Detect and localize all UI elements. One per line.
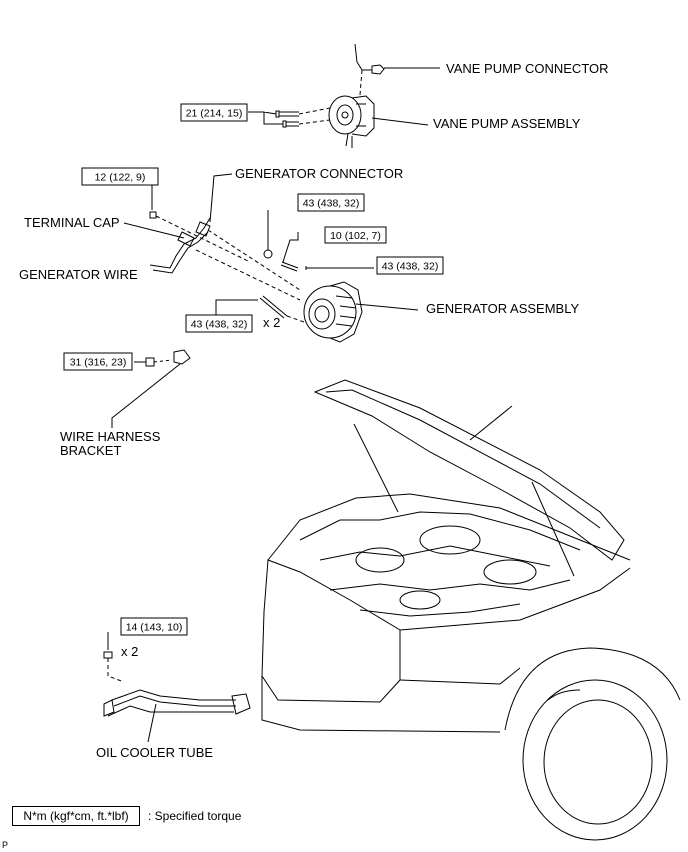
torque-box-generator-bolt-right <box>376 256 444 275</box>
quantity-oil-cooler-bolts: x 2 <box>121 644 138 659</box>
label-vane-pump-assembly: VANE PUMP ASSEMBLY <box>433 116 581 131</box>
oil-cooler-tube-bolt <box>103 632 125 683</box>
label-oil-cooler-tube: OIL COOLER TUBE <box>96 745 213 760</box>
label-wire-harness-line2: BRACKET <box>60 443 121 458</box>
vehicle-outline <box>261 379 681 841</box>
torque-box-vane-pump <box>180 103 248 122</box>
generator-fasteners <box>215 210 374 323</box>
legend-description: : Specified torque <box>148 809 242 823</box>
torque-generator-bolts-lower: 43 (438, 32) <box>191 319 248 331</box>
wire-harness-bracket <box>111 349 191 428</box>
label-vane-pump-connector: VANE PUMP CONNECTOR <box>446 61 609 76</box>
terminal-cap-nut <box>149 185 251 263</box>
generator-assembly <box>303 281 419 343</box>
torque-box-generator-stud <box>324 226 387 244</box>
vane-pump-assembly <box>328 95 429 148</box>
torque-box-generator-bolts-lower <box>185 314 253 333</box>
torque-wire-harness-bracket: 31 (316, 23) <box>70 357 127 369</box>
page-mark: P <box>2 840 9 850</box>
vane-pump-bolts <box>248 107 331 128</box>
label-generator-wire: GENERATOR WIRE <box>19 267 138 282</box>
label-terminal-cap: TERMINAL CAP <box>24 215 120 230</box>
torque-box-oil-cooler-tube <box>120 617 188 636</box>
label-wire-harness-line1: WIRE HARNESS <box>60 429 161 444</box>
quantity-generator-bolts: x 2 <box>263 315 280 330</box>
torque-oil-cooler-tube: 14 (143, 10) <box>126 622 183 634</box>
legend-torque-unit-box: N*m (kgf*cm, ft.*lbf) <box>12 806 140 826</box>
torque-generator-nut-top: 43 (438, 32) <box>303 198 360 210</box>
vane-pump-connector-wire <box>354 43 440 96</box>
torque-box-wire-harness-bracket <box>63 352 133 371</box>
label-generator-connector: GENERATOR CONNECTOR <box>235 166 403 181</box>
torque-box-generator-nut-top <box>297 193 365 212</box>
oil-cooler-tube <box>103 689 251 743</box>
torque-vane-pump-bolts: 21 (214, 15) <box>186 108 243 120</box>
torque-generator-bolt-right: 43 (438, 32) <box>382 261 439 273</box>
label-generator-assembly: GENERATOR ASSEMBLY <box>426 301 579 316</box>
torque-box-terminal-cap <box>81 167 159 186</box>
torque-generator-stud: 10 (102, 7) <box>330 230 381 242</box>
torque-terminal-cap-nut: 12 (122, 9) <box>95 172 146 184</box>
generator-wire-and-cap <box>123 173 301 301</box>
